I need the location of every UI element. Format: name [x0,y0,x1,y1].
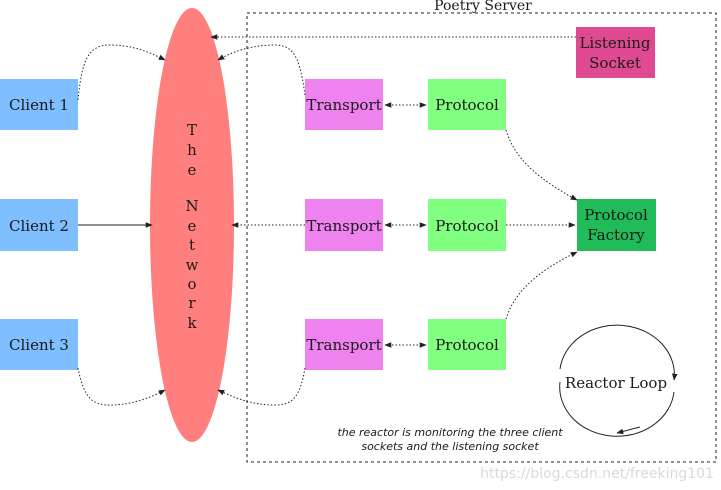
server-title: Poetry Server [434,0,532,14]
reactor-note-line2: sockets and the listening socket [361,440,539,453]
protocol-label: Protocol [435,96,499,114]
protocol-label: Protocol [435,336,499,354]
client-node-2: Client 2 [0,199,78,251]
client-label: Client 3 [9,336,69,354]
client-node-1: Client 1 [0,79,78,130]
watermark: https://blog.csdn.net/freeking101 [480,466,714,482]
network-letter: t [189,236,195,254]
connector-transport3-to-network [217,367,306,406]
server-boundary [246,12,717,463]
reactor-loop: Reactor Loop [559,324,678,437]
network-letter: N [185,197,198,215]
protocol-label: Protocol [435,217,499,235]
connector-protocol1-to-factory [505,129,578,201]
network-label: T h e N e t w o r k [185,121,198,332]
network-ellipse [150,8,234,442]
protocol-factory-label-line1: Protocol [584,206,648,224]
protocol-node-2: Protocol [428,199,506,251]
transport-node-2: Transport [305,199,383,251]
network-letter: T [187,121,197,139]
reactor-loop-circle-bottom [559,381,675,437]
network-letter: k [187,314,197,332]
transport-label: Transport [306,96,381,114]
listening-socket-node: Listening Socket [576,27,655,78]
protocol-node-3: Protocol [428,319,506,370]
reactor-loop-arrow-bottom [616,426,641,435]
connector-client3-to-network [77,367,166,406]
listening-socket-label-line2: Socket [589,54,641,72]
protocol-factory-node: Protocol Factory [577,199,656,251]
client-label: Client 1 [9,96,69,114]
reactor-loop-circle-top [559,324,678,381]
network-letter: o [187,275,196,293]
network-letter: e [188,217,197,235]
protocol-factory-label-line2: Factory [587,226,645,244]
listening-socket-label-line1: Listening [579,34,650,52]
transport-node-3: Transport [305,319,383,370]
transport-label: Transport [306,217,381,235]
connector-client1-to-network [77,44,166,101]
transport-node-1: Transport [305,79,383,130]
network-letter: r [188,294,196,312]
reactor-loop-label: Reactor Loop [565,374,667,392]
network-letter: h [187,141,197,159]
network-letter: w [186,256,199,274]
protocol-node-1: Protocol [428,79,506,130]
connector-transport1-to-network [217,44,306,96]
reactor-note-line1: the reactor is monitoring the three clie… [337,426,563,439]
network-letter: e [188,161,197,179]
client-node-3: Client 3 [0,319,78,370]
client-label: Client 2 [9,217,69,235]
connector-protocol3-to-factory [505,251,578,320]
transport-label: Transport [306,336,381,354]
